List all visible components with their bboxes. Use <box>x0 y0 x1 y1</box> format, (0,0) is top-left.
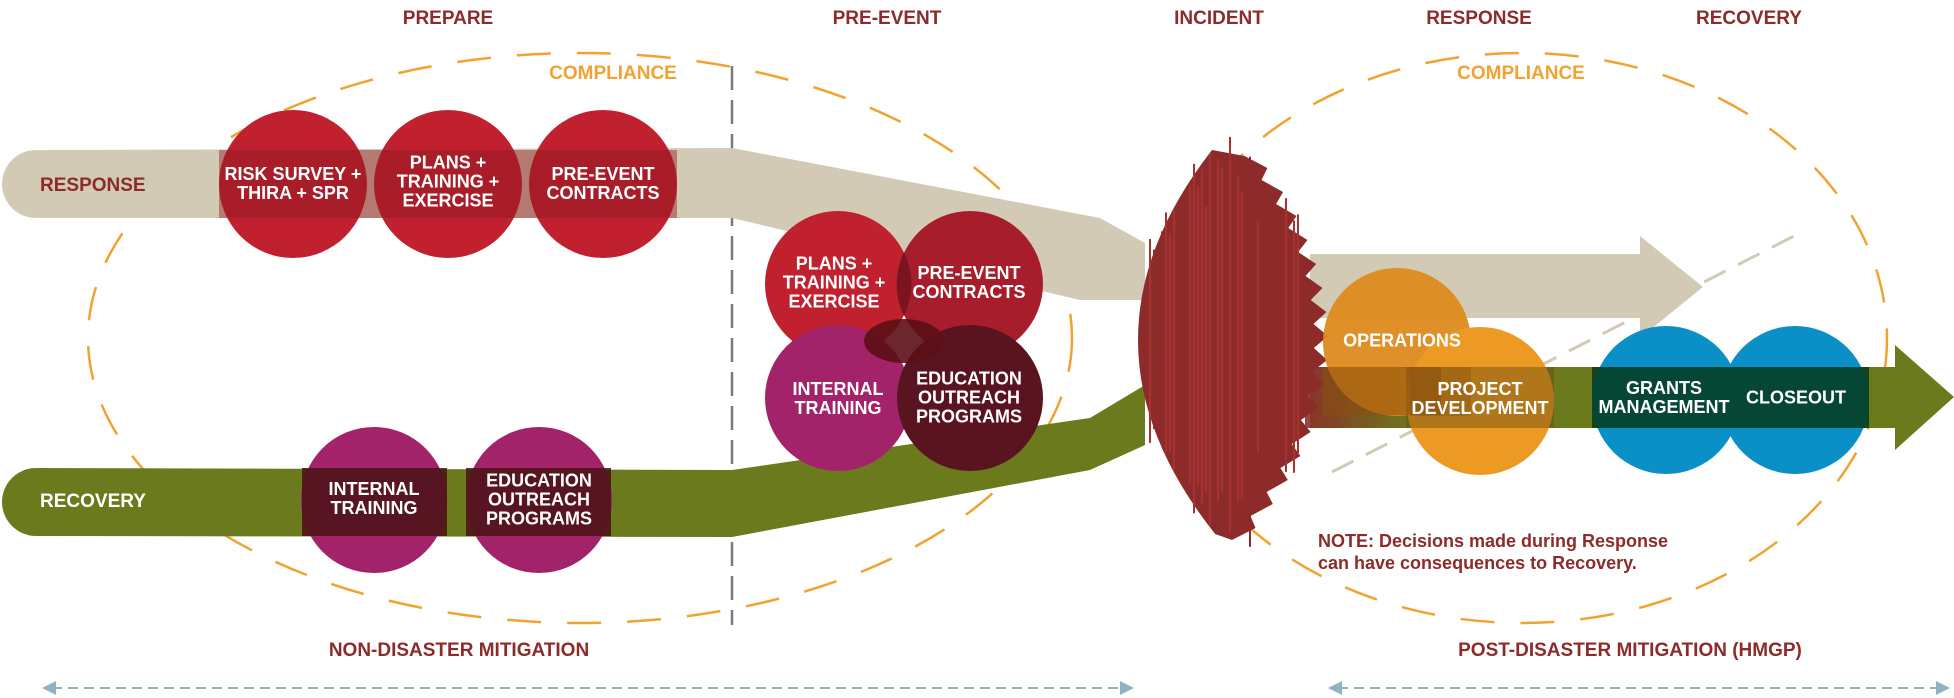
post-disaster-mitigation-label: POST-DISASTER MITIGATION (HMGP) <box>1458 640 1802 661</box>
post-disaster-span-arrow <box>1328 681 1950 695</box>
prepare-recovery-circles <box>301 427 612 573</box>
circle-pre-event-plans <box>765 211 911 357</box>
circle-risk-survey <box>219 110 367 258</box>
phase-recovery: RECOVERY <box>1696 8 1802 29</box>
label-risk-survey: RISK SURVEY + THIRA + SPR <box>224 164 362 203</box>
compliance-ellipse-left <box>86 51 1074 625</box>
label-project-development: PROJECT DEVELOPMENT <box>1411 379 1549 418</box>
label-prepare-contracts: PRE-EVENT CONTRACTS <box>546 164 660 203</box>
circle-project-development <box>1406 327 1554 475</box>
label-operations: OPERATIONS <box>1343 330 1461 351</box>
recovery-band <box>2 385 1145 537</box>
label-prepare-education: EDUCATION OUTREACH PROGRAMS <box>485 470 593 529</box>
label-closeout: CLOSEOUT <box>1745 387 1847 408</box>
circle-pre-event-contracts <box>897 211 1043 357</box>
response-recovery-connector <box>1331 231 1801 474</box>
label-pre-event-plans: PLANS + TRAINING + EXERCISE <box>782 253 886 312</box>
incident-burst <box>1138 136 1328 547</box>
band-overlap-grants <box>1592 367 1869 428</box>
band-overlap-operations <box>1323 367 1441 415</box>
label-pre-event-internal: INTERNAL TRAINING <box>792 379 884 418</box>
circle-prepare-contracts <box>529 110 677 258</box>
label-grants-management: GRANTS MANAGEMENT <box>1598 378 1730 417</box>
band-overlap-recovery-right <box>466 468 611 536</box>
post-recovery-circles <box>1592 326 1869 474</box>
band-overlap-prepare <box>219 150 677 218</box>
label-pre-event-contracts: PRE-EVENT CONTRACTS <box>912 263 1026 302</box>
phase-prepare: PREPARE <box>402 8 494 29</box>
response-recovery-note: NOTE: Decisions made during Response can… <box>1318 531 1669 573</box>
non-disaster-span-arrow <box>42 681 1134 695</box>
circle-pre-event-education <box>897 325 1043 471</box>
post-response-circles <box>1323 268 1554 475</box>
pre-event-overlap <box>896 252 912 316</box>
compliance-label-right: COMPLIANCE <box>1457 63 1585 84</box>
circle-prepare-plans <box>374 110 522 258</box>
phase-incident: INCIDENT <box>1174 8 1264 29</box>
pre-event-circles <box>765 211 1043 471</box>
track-label-response: RESPONSE <box>40 175 146 196</box>
circle-pre-event-internal <box>765 325 911 471</box>
band-overlap-recovery-left <box>302 468 447 536</box>
compliance-label-left: COMPLIANCE <box>549 63 677 84</box>
non-disaster-mitigation-label: NON-DISASTER MITIGATION <box>328 640 590 661</box>
label-prepare-internal: INTERNAL TRAINING <box>328 479 420 518</box>
label-pre-event-education: EDUCATION OUTREACH PROGRAMS <box>915 368 1023 427</box>
phase-pre-event: PRE-EVENT <box>832 8 942 29</box>
pre-event-center-overlap <box>864 319 944 363</box>
phase-response: RESPONSE <box>1426 8 1532 29</box>
label-prepare-plans: PLANS + TRAINING + EXERCISE <box>396 152 500 211</box>
track-label-recovery: RECOVERY <box>40 491 146 512</box>
prepare-response-circles <box>219 110 677 258</box>
